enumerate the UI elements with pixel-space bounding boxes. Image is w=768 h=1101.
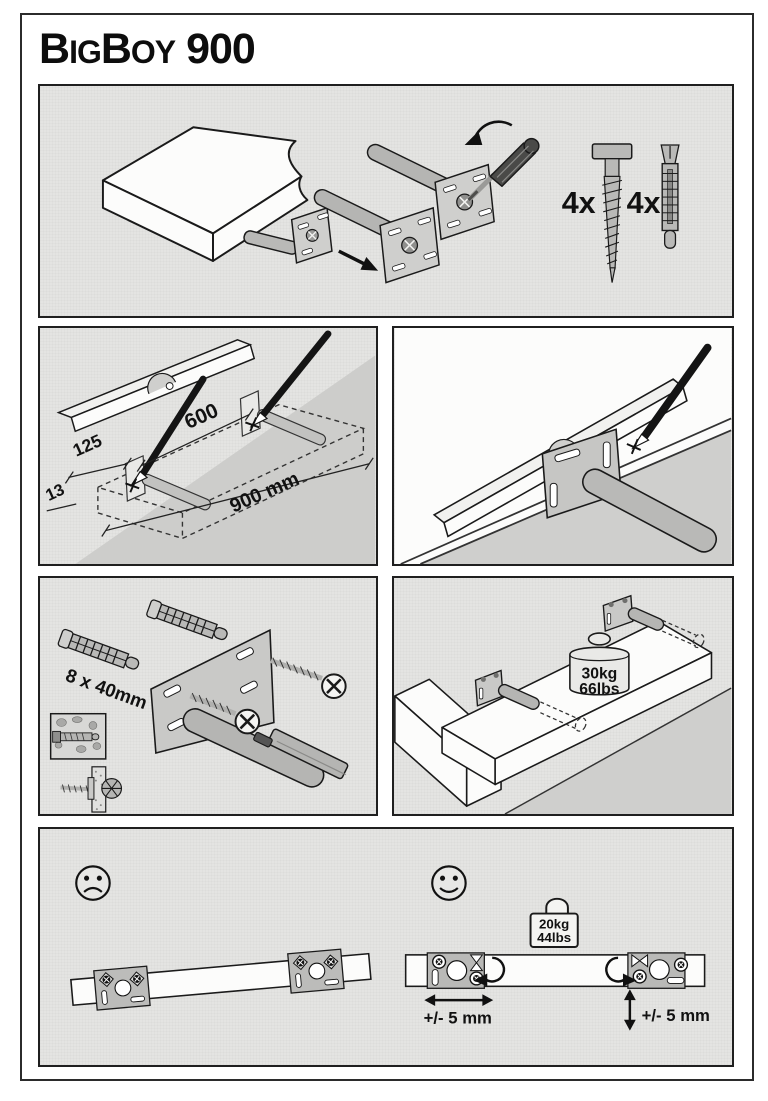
page-title: BIGBOY 900 [39,23,256,85]
edge-inset-label: 125 [70,430,105,460]
pencil-icon [626,343,712,455]
title-seg: OY [130,34,176,70]
panel-marking-positions: 600 125 13 900 mm [38,326,378,566]
screw-lower [189,692,261,735]
spirit-level-icon [56,339,256,433]
peg [582,468,718,553]
test-weight-kg-label: 20kg [539,916,569,931]
horizontal-adjust-arrow [424,994,494,1006]
adjustment-illustration: 20kg 44lbs [70,865,710,1031]
peg-bracket-removed [243,206,333,264]
bracket-plate-back [93,965,151,1011]
test-weight-lbs-label: 44lbs [537,930,571,945]
panel-adjustment: 20kg 44lbs [38,827,734,1067]
rotate-arrow [464,120,513,145]
title-seg: 900 [175,25,256,73]
screw-quantity-label: 4x [562,186,596,220]
wall-plug-icon [146,599,228,641]
floor-shade [504,688,732,814]
panel-load: 30kg 66lbs [392,576,734,816]
rotate-arrow-cw [473,956,506,987]
title-seg: B [39,25,70,73]
vertical-tolerance-label: +/- 5 mm [642,1006,710,1025]
remove-arrow [338,249,379,271]
hidden-peg-dashed [540,619,705,732]
panel-parts-overview: 4x 4x [38,84,734,318]
bottom-offset-label: 13 [43,480,68,505]
sad-face-icon [75,865,111,901]
marking-illustration: 600 125 13 900 mm [43,330,376,564]
bracket-assembly [313,143,495,284]
instruction-sheet: BIGBOY 900 [20,13,754,1081]
shelf-outline-dashed [95,403,366,540]
crooked-strip [70,948,372,1011]
max-load-lbs-label: 66lbs [579,681,619,698]
test-weight-icon [529,897,579,948]
solid-wall-inset [49,712,107,760]
bracket-peg-upper [602,594,665,633]
title-seg: B [100,25,132,73]
dimension-lines [46,408,374,537]
levelling-illustration [394,328,732,564]
bracket-plate-back [627,952,689,989]
parts-overview-illustration: 4x 4x [101,120,680,284]
load-illustration: 30kg 66lbs [394,594,732,814]
shelf-board [101,126,309,262]
title-seg: IG [69,34,102,70]
screwdriver-bit-icon [253,728,349,780]
pencil-icon-left [125,375,207,493]
weight-icon [569,632,630,696]
bracket-plate-back [287,948,345,994]
hollow-wall-inset [60,766,123,813]
max-load-kg-label: 30kg [581,665,617,682]
wall-plug-icon [660,144,680,249]
pencil-icon-right [245,330,332,432]
panel-fixing: 8 x 40mm [38,576,378,816]
panel-levelling [392,326,734,566]
screwdriver-icon [466,137,540,202]
wall-plug-icon [57,628,140,670]
vertical-adjust-arrow [623,989,636,1031]
screw-upper [270,657,347,699]
fixing-illustration: 8 x 40mm [49,599,349,813]
screw-icon [591,143,633,283]
rotate-arrow-ccw [605,956,637,987]
bracket-peg-lower [474,669,540,710]
bracket-plate-back [426,952,485,989]
horizontal-tolerance-label: +/- 5 mm [424,1009,492,1028]
plug-quantity-label: 4x [627,186,661,220]
happy-face-icon [431,865,467,901]
plug-size-label: 8 x 40mm [63,664,150,713]
